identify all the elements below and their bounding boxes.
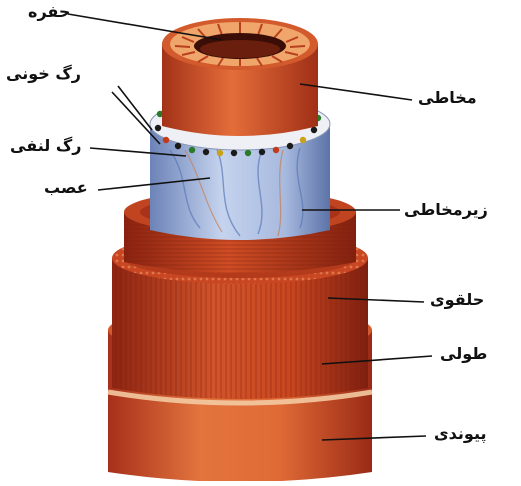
label-tooli: طولی [440, 344, 487, 364]
label-rag-khooni: رگ خونی [6, 64, 81, 84]
label-hofre: حفره [28, 2, 70, 22]
label-zirmokhati: زیرمخاطی [404, 200, 488, 220]
label-asab: عصب [44, 178, 88, 198]
leader-rag-khooni-1 [118, 86, 152, 130]
label-halghavi: حلقوی [430, 290, 484, 310]
label-peyvandi: پیوندی [434, 424, 486, 444]
label-mokhati: مخاطی [418, 88, 477, 108]
label-rag-lanfi: رگ لنفی [10, 136, 81, 156]
mucosa-layer [162, 18, 318, 136]
